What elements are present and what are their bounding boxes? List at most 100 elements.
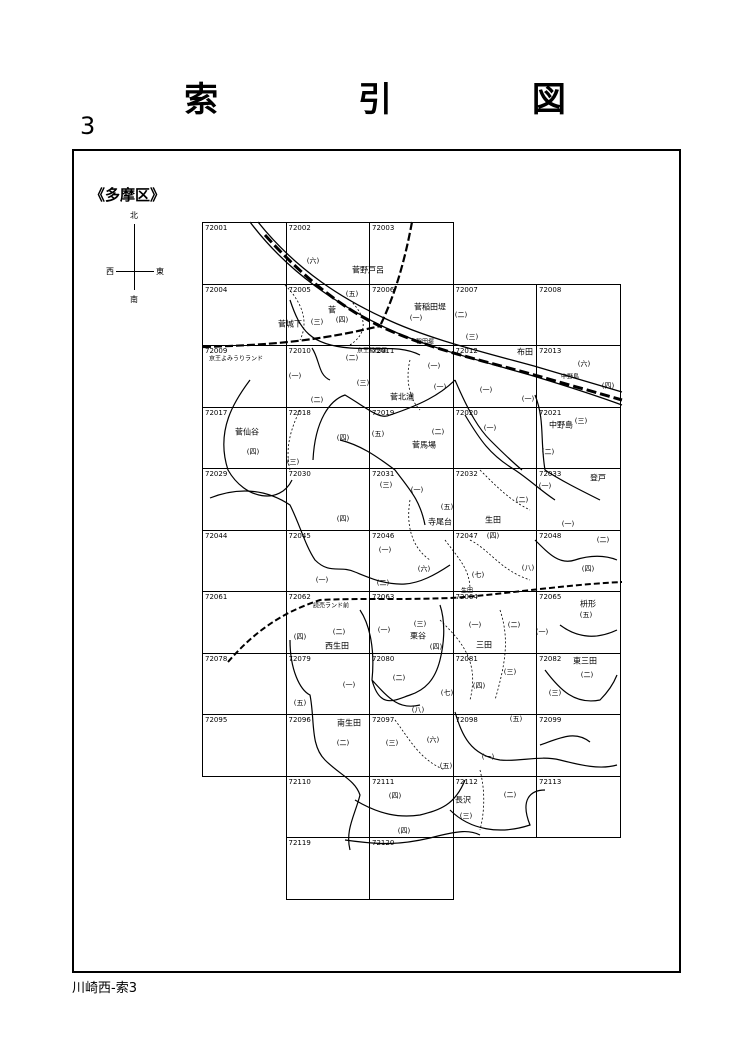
sub-boundary: [408, 469, 531, 591]
subarea-number: (四): [581, 565, 595, 573]
subarea-number: (五): [293, 699, 307, 707]
cell-id-label: 72009: [205, 347, 228, 355]
subarea-number: (一): [561, 520, 575, 528]
river-bank-south: [257, 221, 623, 393]
compass-east: 東: [156, 267, 164, 276]
subarea-number: (四): [336, 434, 350, 442]
subarea-number: (二): [454, 311, 468, 319]
subarea-number: (二): [503, 791, 517, 799]
subarea-number: (二): [580, 671, 594, 679]
subarea-number: (五): [509, 715, 523, 723]
place-name: 枡形: [580, 599, 596, 609]
subarea-number: (五): [371, 430, 385, 438]
cell-id-label: 72046: [372, 531, 395, 540]
subarea-number: (一): [479, 386, 493, 394]
boundary: [312, 379, 456, 526]
cell-id-label: 72017: [205, 408, 228, 417]
cell-id-label: 72098: [455, 716, 478, 724]
sub-boundary: [394, 609, 506, 831]
cell-id-label: 72011: [372, 347, 395, 355]
subarea-number: (三): [459, 812, 473, 820]
page-title: 索 引 図: [184, 80, 630, 120]
boundary: [344, 789, 546, 845]
subarea-number: (一): [288, 372, 302, 380]
place-name: 菅馬場: [412, 440, 436, 450]
cell-id-label: 72081: [455, 654, 478, 663]
subarea-number: (四): [388, 792, 402, 800]
subarea-number: (一): [481, 753, 495, 761]
subarea-number: (一): [377, 626, 391, 634]
railway-odakyu: [227, 581, 623, 663]
place-name: 布田: [517, 347, 533, 357]
subarea-number: (二): [345, 354, 359, 362]
subarea-number: (四): [293, 633, 307, 641]
place-name: 西生田: [325, 641, 349, 651]
cell-id-label: 72044: [205, 531, 228, 540]
cell-id-label: 72003: [372, 224, 395, 232]
cell-id-label: 72002: [288, 224, 311, 232]
subarea-number: (五): [579, 611, 593, 619]
place-name: 菅稲田堤: [414, 302, 446, 312]
boundary: [454, 379, 601, 501]
subarea-number: (一): [427, 362, 441, 370]
boundary: [289, 639, 466, 851]
subarea-number: (三): [310, 318, 324, 326]
cell-id-label: 72018: [288, 408, 311, 417]
subarea-number: (六): [417, 565, 431, 573]
cell-id-label: 72097: [372, 716, 395, 724]
cell-id-label: 72095: [205, 716, 228, 724]
subarea-number: (三): [574, 417, 588, 425]
subarea-number: (一): [378, 546, 392, 554]
place-name: 長沢: [455, 795, 471, 805]
sub-boundary: [284, 284, 421, 471]
subarea-number: (二): [332, 628, 346, 636]
cell-id-label: 72065: [539, 593, 562, 601]
subarea-number: (四): [397, 827, 411, 835]
place-name: 登戸: [590, 473, 606, 483]
cell-id-label: 72006: [372, 285, 395, 294]
compass-west: 西: [106, 267, 114, 276]
place-name: 菅仙谷: [235, 427, 259, 437]
cell-id-label: 72007: [455, 285, 478, 294]
cell-id-label: 72004: [205, 285, 228, 294]
place-name: 菅城下: [278, 319, 302, 329]
index-cell-72113[interactable]: 72113: [536, 775, 621, 838]
subarea-number: (七): [471, 571, 485, 579]
station-label: 読売ランド前: [312, 602, 350, 610]
place-name: 東三田: [573, 656, 597, 666]
cell-id-label: 72001: [205, 224, 228, 232]
subarea-number: (四): [336, 515, 350, 523]
compass-axis-horizontal: [116, 271, 154, 272]
cell-id-label: 72029: [205, 470, 228, 478]
subarea-number: (四): [601, 382, 615, 390]
subarea-number: (三): [413, 620, 427, 628]
boundary: [209, 490, 451, 585]
railway-keio: [202, 221, 414, 349]
cell-id-label: 72005: [288, 285, 311, 294]
station-label: 京王稲田堤: [356, 347, 388, 355]
compass-rose: 北 南 西 東: [100, 210, 170, 310]
subarea-number: (三): [286, 458, 300, 466]
place-name: 寺尾台: [428, 517, 452, 527]
cell-id-label: 72112: [455, 777, 478, 786]
cell-id-label: 72082: [539, 654, 562, 663]
subarea-number: (二): [310, 396, 324, 404]
subarea-number: (一): [410, 486, 424, 494]
subarea-number: (一): [521, 395, 535, 403]
map-frame: [72, 149, 681, 973]
cell-id-label: 72119: [288, 839, 311, 847]
place-name: 南生田: [337, 718, 361, 728]
place-name: 菅: [328, 305, 336, 315]
cell-id-label: 72063: [372, 593, 395, 601]
subarea-number: (二): [336, 739, 350, 747]
cell-id-label: 72080: [372, 654, 395, 663]
subarea-number: (二): [507, 621, 521, 629]
subarea-number: (五): [440, 503, 454, 511]
place-name: 菅野戸呂: [352, 265, 384, 275]
subarea-number: (五): [345, 290, 359, 298]
subarea-number: (二): [596, 536, 610, 544]
subarea-number: (三): [385, 739, 399, 747]
cell-id-label: 72012: [455, 347, 478, 355]
footer-label: 川崎西-索3: [72, 981, 137, 996]
